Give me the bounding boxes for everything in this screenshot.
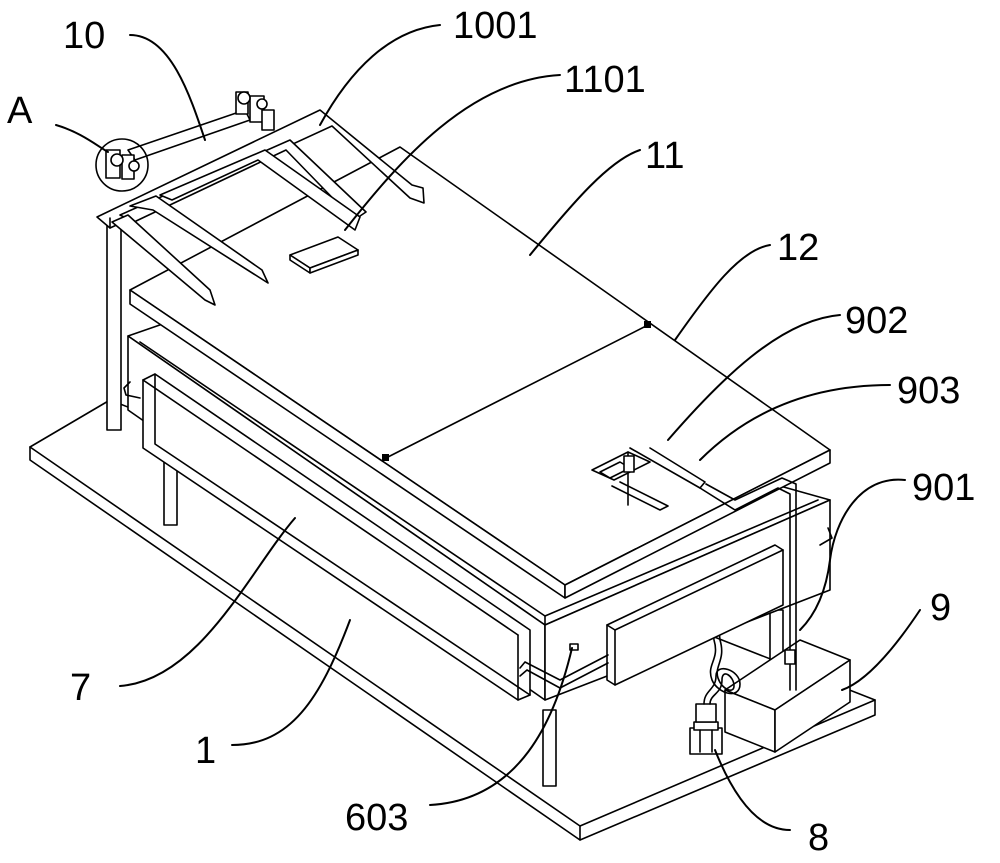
side-panel-7 [142,373,531,701]
label-11: 11 [645,135,684,177]
label-901: 901 [912,467,975,509]
reference-labels: A 10 1001 1101 11 12 902 903 901 9 7 1 6… [7,5,975,859]
label-10: 10 [63,15,105,57]
label-A: A [7,90,33,132]
label-902: 902 [845,300,908,342]
label-1101: 1101 [564,59,646,101]
leader-lines [55,24,921,831]
clamp-assembly [591,447,797,691]
label-8: 8 [808,817,829,859]
front-panel [606,544,784,686]
label-1: 1 [195,730,216,772]
upper-rack [95,91,425,431]
label-9: 9 [930,587,951,629]
pipes [123,381,833,689]
label-12: 12 [777,227,819,269]
label-903: 903 [897,370,960,412]
tank-9 [724,639,851,753]
drain-603 [569,643,579,651]
label-603: 603 [345,797,408,839]
label-1001: 1001 [453,5,538,47]
label-7: 7 [70,667,91,709]
